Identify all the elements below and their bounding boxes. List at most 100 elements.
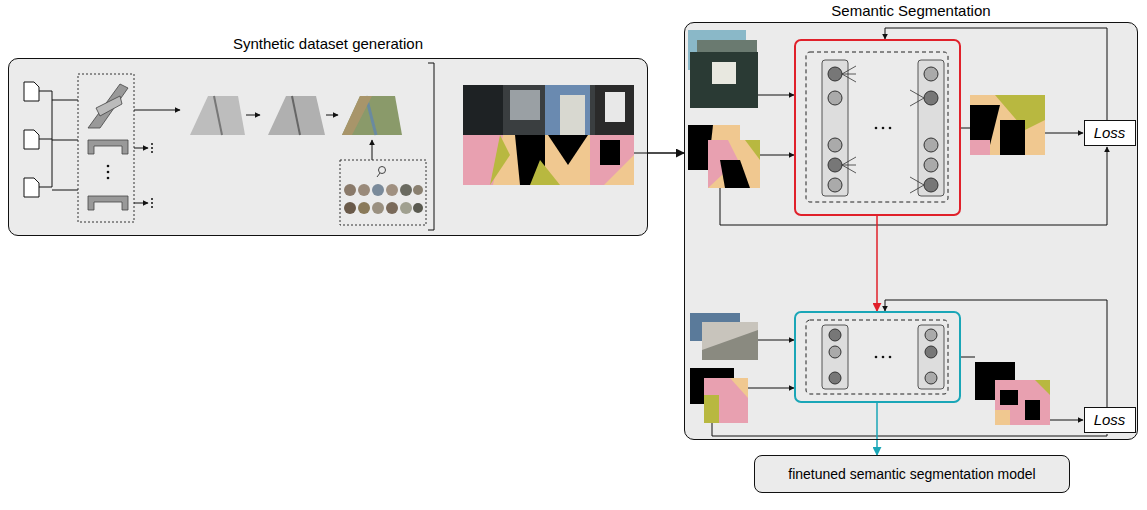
drawing-g: [828, 67, 938, 192]
network-bottom: [795, 312, 960, 402]
drawing-rect: [702, 322, 758, 360]
drawing-path: [39, 91, 78, 190]
drawing-circle: [924, 138, 938, 152]
drawing-rect: [463, 135, 634, 185]
drawing-circle: [151, 143, 153, 145]
drawing-path: [246, 115, 260, 116]
drawing-path: [214, 96, 222, 135]
drawing-circle: [925, 346, 937, 358]
drawing-path: [730, 378, 748, 398]
drawing-rect: [822, 60, 848, 196]
drawing-path: [24, 82, 39, 101]
drawing-circle: [889, 127, 892, 130]
drawing-circle: [924, 67, 938, 81]
loss-box: Loss: [1084, 120, 1136, 146]
drawing-path: [600, 140, 620, 165]
drawing-path: [88, 196, 128, 210]
drawing-rect: [690, 52, 758, 108]
drawing-rect: [8, 58, 648, 236]
drawing-path: [970, 105, 1000, 145]
input-images-bottom: [690, 313, 758, 423]
drawing-path: [292, 96, 300, 135]
drawing-circle: [882, 356, 885, 359]
drawing-circle: [875, 356, 878, 359]
panel-heading: Semantic Segmentation: [685, 2, 1137, 19]
drawing-path: [530, 160, 560, 185]
drawing-circle: [344, 184, 356, 196]
drawing-path: [758, 340, 794, 341]
drawing-path: [876, 216, 878, 311]
drawing-rect: [806, 320, 948, 394]
drawing-circle: [344, 202, 356, 214]
drawing-circle: [151, 151, 153, 153]
drawing-circle: [151, 198, 153, 200]
drawing-rect: [970, 95, 1045, 155]
drawing-circle: [875, 127, 878, 130]
drawing-path: [88, 84, 128, 128]
drawing-circle: [107, 165, 110, 168]
drawing-path: [720, 160, 750, 188]
drawing-rect: [806, 52, 948, 202]
drawing-rect: [340, 160, 426, 225]
drawing-rect: [545, 85, 590, 135]
drawing-circle: [828, 158, 842, 172]
drawing-rect: [595, 85, 634, 135]
drawing-circle: [379, 167, 386, 174]
drawing-path: [372, 140, 373, 160]
drawing-circle: [372, 184, 384, 196]
drawing-circle: [924, 158, 938, 172]
drawing-circle: [829, 346, 841, 358]
drawing-path: [490, 135, 510, 185]
drawing-path: [326, 115, 338, 116]
drawing-circle: [882, 127, 885, 130]
drawing-path: [590, 135, 634, 185]
drawing-circle: [151, 202, 153, 204]
drawing-circle: [151, 147, 153, 149]
drawing-rect: [795, 40, 960, 215]
drawing-path: [24, 130, 39, 149]
drawing-circle: [828, 138, 842, 152]
drawing-circle: [107, 177, 110, 180]
drawing-path: [961, 128, 970, 129]
drawing-path: [190, 96, 245, 135]
drawing-g: [875, 356, 892, 359]
drawing-rect: [704, 378, 748, 423]
drawing-circle: [400, 184, 412, 196]
segmentation-panel: Semantic SegmentationLossLoss: [684, 22, 1138, 440]
loss-box: Loss: [1084, 407, 1136, 433]
box-label: finetuned semantic segmentation model: [788, 466, 1035, 482]
drawing-circle: [107, 171, 110, 174]
drawing-g: [875, 127, 892, 130]
drawing-path: [24, 178, 39, 197]
drawing-circle: [400, 202, 412, 214]
drawing-path: [720, 147, 1107, 225]
drawing-rect: [605, 92, 625, 122]
drawing-path: [876, 403, 878, 440]
drawing-rect: [708, 140, 760, 188]
drawing-circle: [358, 202, 370, 214]
documents: [24, 82, 39, 197]
drawing-rect: [463, 85, 634, 135]
box-label: Loss: [1094, 411, 1126, 428]
drawing-circle: [828, 178, 842, 192]
drawing-circle: [413, 185, 423, 195]
drawing-rect: [918, 325, 944, 389]
ellipsis: [107, 143, 153, 208]
drawing-path: [634, 153, 648, 154]
drawing-path: [704, 395, 719, 423]
drawing-path: [1035, 380, 1050, 395]
drawing-rect: [684, 22, 1138, 440]
drawing-path: [1045, 133, 1083, 134]
output-top: [970, 95, 1045, 155]
drawing-path: [748, 388, 794, 389]
drawing-circle: [386, 184, 398, 196]
drawing-path: [342, 96, 372, 135]
drawing-circle: [889, 356, 892, 359]
drawing-rect: [78, 74, 134, 222]
drawing-path: [88, 140, 128, 154]
drawing-path: [1000, 120, 1025, 155]
drawing-circle: [924, 178, 938, 192]
